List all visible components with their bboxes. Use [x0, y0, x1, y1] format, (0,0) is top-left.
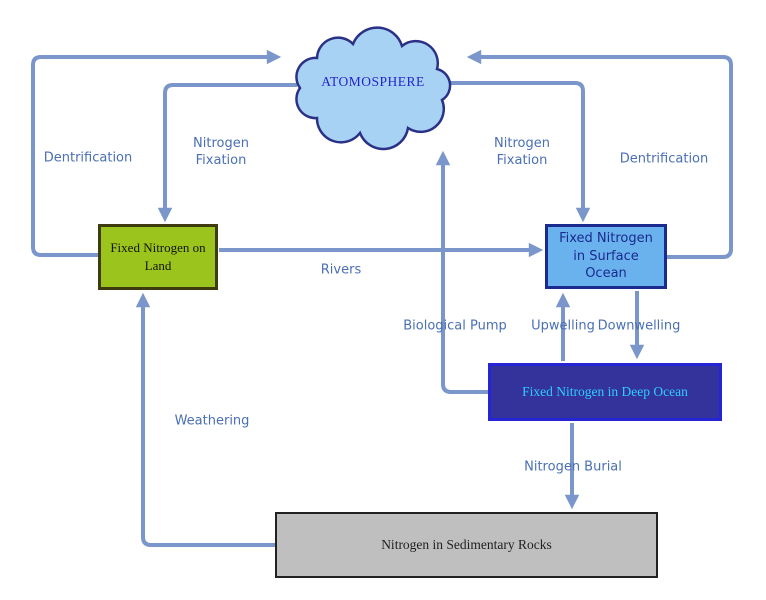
- edge-label-rivers: Rivers: [320, 262, 362, 278]
- node-fixed-nitrogen-in-surface-ocean: Fixed Nitrogen in Surface Ocean: [545, 224, 667, 289]
- edge-label-weathering: Weathering: [174, 413, 250, 429]
- edge-label-downwelling: Downwelling: [597, 318, 681, 334]
- edge-label-biological-pump: Biological Pump: [403, 318, 507, 334]
- node-fixed-nitrogen-on-land: Fixed Nitrogen on Land: [98, 224, 218, 290]
- atmosphere-cloud-shape: [295, 26, 452, 151]
- edge-label-nitrogen-fixation-left: Nitrogen Fixation: [193, 136, 249, 168]
- arrow-nitrogen-fixation-right: [447, 81, 591, 223]
- arrow-biological-pump: [435, 150, 488, 394]
- node-nitrogen-in-sedimentary-rocks: Nitrogen in Sedimentary Rocks: [275, 512, 658, 578]
- edge-label-dentrification-right: Dentrification: [619, 151, 709, 167]
- arrow-dentrification-right: [466, 49, 733, 259]
- arrow-nitrogen-fixation-left: [157, 83, 297, 223]
- arrow-dentrification-left: [31, 49, 282, 257]
- node-fixed-nitrogen-in-deep-ocean: Fixed Nitrogen in Deep Ocean: [488, 363, 722, 421]
- edge-label-nitrogen-fixation-right: Nitrogen Fixation: [494, 136, 550, 168]
- edge-label-nitrogen-burial: Nitrogen Burial: [524, 459, 622, 475]
- node-atmosphere-label: ATOMOSPHERE: [321, 74, 425, 89]
- edge-label-upwelling: Upwelling: [531, 318, 595, 334]
- edge-label-dentrification-left: Dentrification: [43, 150, 133, 166]
- arrow-weathering: [135, 292, 275, 547]
